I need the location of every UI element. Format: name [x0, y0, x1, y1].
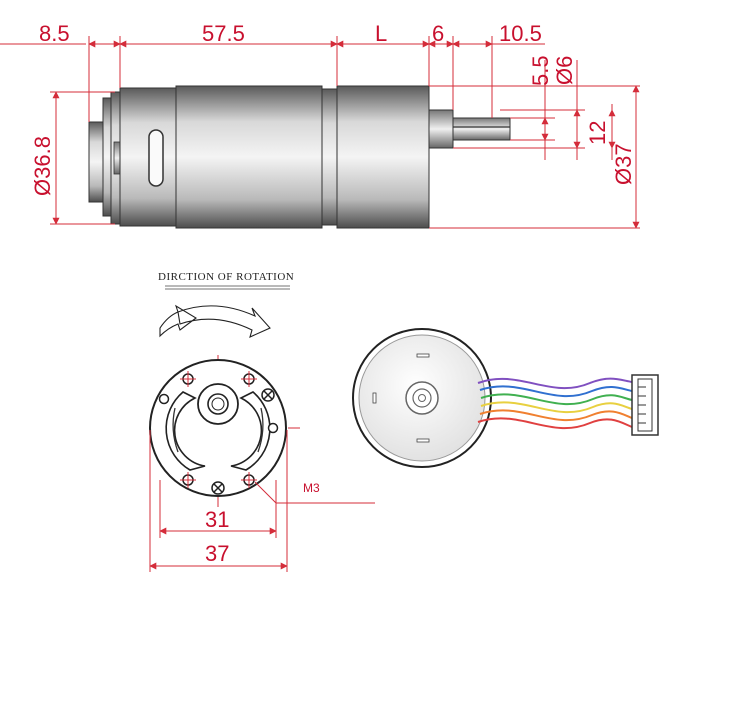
- screw-label: M3: [303, 481, 320, 495]
- face-cutout: [165, 391, 206, 471]
- encoder-hub: [102, 97, 112, 217]
- dim-8-5: 8.5: [39, 21, 70, 46]
- dim-dia6: Ø6: [552, 56, 577, 85]
- dim-dia36-8: Ø36.8: [30, 136, 55, 196]
- dim-10-5: 10.5: [499, 21, 542, 46]
- dim-L: L: [375, 21, 387, 46]
- dim-dia37: Ø37: [611, 143, 636, 185]
- encoder-disk: [88, 121, 104, 203]
- dim-37: 37: [205, 541, 229, 566]
- top-dimensions: [0, 36, 640, 229]
- screw-icons: [211, 388, 275, 495]
- output-bushing: [428, 109, 454, 149]
- motor-can: [119, 87, 177, 227]
- gearbox-ring: [321, 88, 338, 226]
- output-shaft: [452, 117, 511, 141]
- dim-6: 6: [432, 21, 444, 46]
- dim-31: 31: [205, 507, 229, 532]
- output-shaft-end: [207, 393, 229, 415]
- rotation-direction: DIRCTION OF ROTATION: [158, 271, 294, 338]
- dim-5-5: 5.5: [528, 55, 553, 86]
- motor-body: [175, 85, 323, 229]
- front-view: M3 31 37: [149, 355, 375, 572]
- motor-can-vent: [148, 129, 164, 187]
- top-dimension-labels: 8.5 57.5 L 6 10.5 5.5 Ø6 12 Ø37 Ø36.8: [30, 21, 636, 196]
- rear-view: [352, 328, 659, 468]
- mounting-holes: [158, 371, 279, 488]
- dim-12: 12: [585, 121, 610, 145]
- rotation-caption: DIRCTION OF ROTATION: [158, 271, 294, 283]
- side-view: [88, 85, 511, 229]
- encoder-wires: [477, 377, 633, 430]
- gearbox-body: [336, 85, 430, 229]
- dim-57-5: 57.5: [202, 21, 245, 46]
- rotation-arrow: [159, 304, 271, 338]
